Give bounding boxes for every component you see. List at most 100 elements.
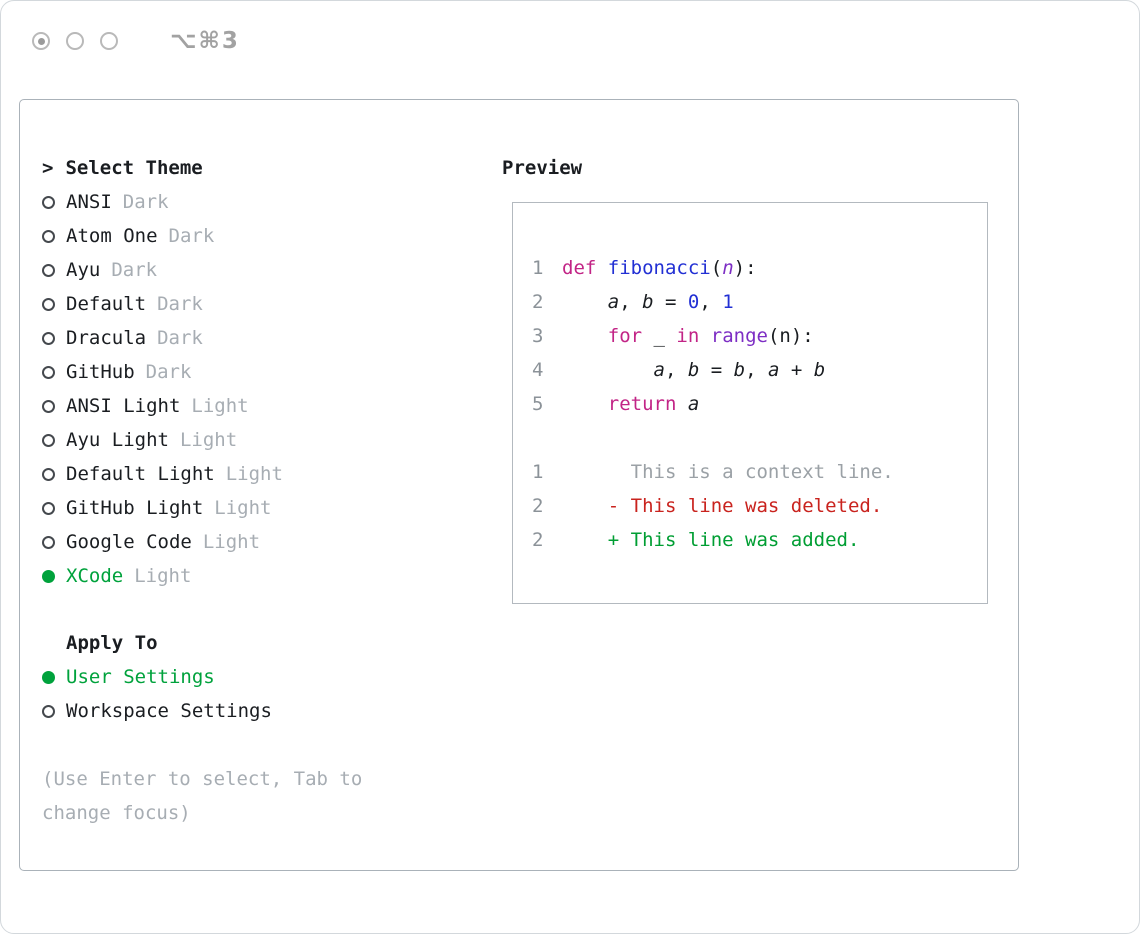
theme-option-variant: Light (134, 565, 192, 587)
apply-list: User Settings Workspace Settings (42, 660, 362, 728)
theme-option-variant: Light (191, 395, 249, 417)
line-number: 2 (532, 529, 544, 551)
theme-option-name: ANSI (66, 191, 112, 213)
theme-option-name: GitHub (66, 361, 135, 383)
theme-option-name: ANSI Light (66, 395, 181, 417)
theme-option[interactable]: Atom One Dark (42, 219, 362, 253)
line-number: 1 (532, 257, 544, 279)
select-theme-title-text: Select Theme (65, 157, 203, 179)
code-line: 3 for _ in range(n): (532, 319, 987, 353)
theme-option[interactable]: ANSI Dark (42, 185, 362, 219)
theme-option[interactable]: Ayu Dark (42, 253, 362, 287)
line-number: 2 (532, 291, 544, 313)
theme-option[interactable]: GitHub Light Light (42, 491, 362, 525)
radio-icon (42, 331, 55, 345)
code-line: 1 def fibonacci(n): (532, 251, 987, 285)
theme-option-variant: Light (179, 429, 238, 451)
diff-line: 2 - This line was deleted. (532, 489, 987, 523)
radio-icon (42, 704, 55, 718)
diff-lines: 1 This is a context line. 2 - This line … (532, 455, 987, 557)
radio-icon (42, 229, 55, 243)
theme-option-name: Ayu Light (66, 429, 169, 451)
diff-line: 2 + This line was added. (532, 523, 987, 557)
radio-icon (42, 501, 55, 515)
diff-line: 1 This is a context line. (532, 455, 987, 489)
theme-option[interactable]: Default Light Light (42, 457, 362, 491)
code-line: 4 a, b = b, a + b (532, 353, 987, 387)
theme-option-variant: Light (214, 497, 272, 519)
theme-option-variant: Dark (122, 191, 169, 213)
theme-option-name: Default (66, 293, 147, 315)
radio-icon (42, 399, 55, 413)
code-content: a, b = b, a + b (653, 359, 826, 381)
line-number: 3 (532, 325, 544, 347)
keyboard-shortcut-label: ⌥⌘3 (170, 28, 240, 54)
diff-content: This is a context line. (562, 461, 894, 483)
radio-icon (42, 297, 55, 311)
theme-option-variant: Dark (157, 293, 203, 315)
theme-option-variant: Light (202, 531, 261, 553)
preview-section: Preview 1 def fibonacci(n): 2 a, b = 0, … (502, 151, 1002, 604)
theme-option[interactable]: XCode Light (42, 559, 362, 593)
line-number: 5 (532, 393, 544, 415)
apply-option[interactable]: Workspace Settings (42, 694, 362, 728)
radio-icon (42, 195, 55, 209)
theme-option-name: Dracula (66, 327, 147, 349)
theme-list: ANSI Dark Atom One Dark Ayu Dark Default… (42, 185, 362, 593)
theme-option[interactable]: ANSI Light Light (42, 389, 362, 423)
preview-title: Preview (502, 157, 583, 179)
theme-option-variant: Dark (111, 259, 158, 281)
cursor-prefix: > (42, 157, 54, 179)
theme-option-variant: Dark (157, 327, 203, 349)
theme-option[interactable]: Default Dark (42, 287, 362, 321)
theme-option-name: Ayu (66, 259, 101, 281)
code-content: for _ in range(n): (607, 325, 814, 347)
radio-icon (42, 433, 55, 447)
apply-to-title: Apply To (66, 632, 158, 654)
radio-icon (42, 365, 55, 379)
traffic-light-zoom-icon[interactable] (100, 32, 118, 50)
theme-option-name: Google Code (66, 531, 192, 553)
traffic-light-minimize-icon[interactable] (66, 32, 84, 50)
apply-option-label: Workspace Settings (66, 700, 272, 722)
help-text: (Use Enter to select, Tab to change focu… (42, 762, 362, 830)
radio-icon (42, 263, 55, 277)
apply-option-label: User Settings (66, 666, 215, 688)
theme-option[interactable]: Dracula Dark (42, 321, 362, 355)
theme-option[interactable]: Google Code Light (42, 525, 362, 559)
line-number: 1 (532, 461, 544, 483)
line-number: 4 (532, 359, 544, 381)
diff-content: - This line was deleted. (562, 495, 883, 517)
theme-option[interactable]: GitHub Dark (42, 355, 362, 389)
theme-option-name: XCode (66, 565, 124, 587)
traffic-light-close-icon[interactable] (32, 32, 50, 50)
code-line: 2 a, b = 0, 1 (532, 285, 987, 319)
radio-icon (42, 569, 55, 583)
radio-icon (42, 467, 55, 481)
code-content: a, b = 0, 1 (607, 291, 734, 313)
traffic-lights (32, 32, 118, 50)
radio-icon (42, 535, 55, 549)
traffic-light-dot (37, 37, 45, 45)
diff-content: + This line was added. (562, 529, 860, 551)
theme-picker-panel: > Select Theme ANSI Dark Atom One Dark A… (19, 99, 1019, 871)
theme-option[interactable]: Ayu Light Light (42, 423, 362, 457)
select-theme-title: > Select Theme (42, 151, 362, 185)
theme-option-variant: Dark (168, 225, 215, 247)
theme-option-variant: Dark (145, 361, 192, 383)
line-number: 2 (532, 495, 544, 517)
titlebar: ⌥⌘3 (32, 28, 240, 54)
apply-option[interactable]: User Settings (42, 660, 362, 694)
code-lines: 1 def fibonacci(n): 2 a, b = 0, 1 3 for … (532, 251, 987, 421)
radio-icon (42, 670, 55, 684)
theme-option-name: GitHub Light (66, 497, 204, 519)
theme-section: > Select Theme ANSI Dark Atom One Dark A… (42, 151, 362, 830)
code-content: def fibonacci(n): (562, 257, 757, 279)
preview-box: 1 def fibonacci(n): 2 a, b = 0, 1 3 for … (512, 202, 988, 604)
code-content: return a (607, 393, 700, 415)
code-line: 5 return a (532, 387, 987, 421)
theme-option-name: Default Light (66, 463, 215, 485)
theme-option-variant: Light (225, 463, 283, 485)
help-line: (Use Enter to select, Tab to (42, 768, 363, 790)
